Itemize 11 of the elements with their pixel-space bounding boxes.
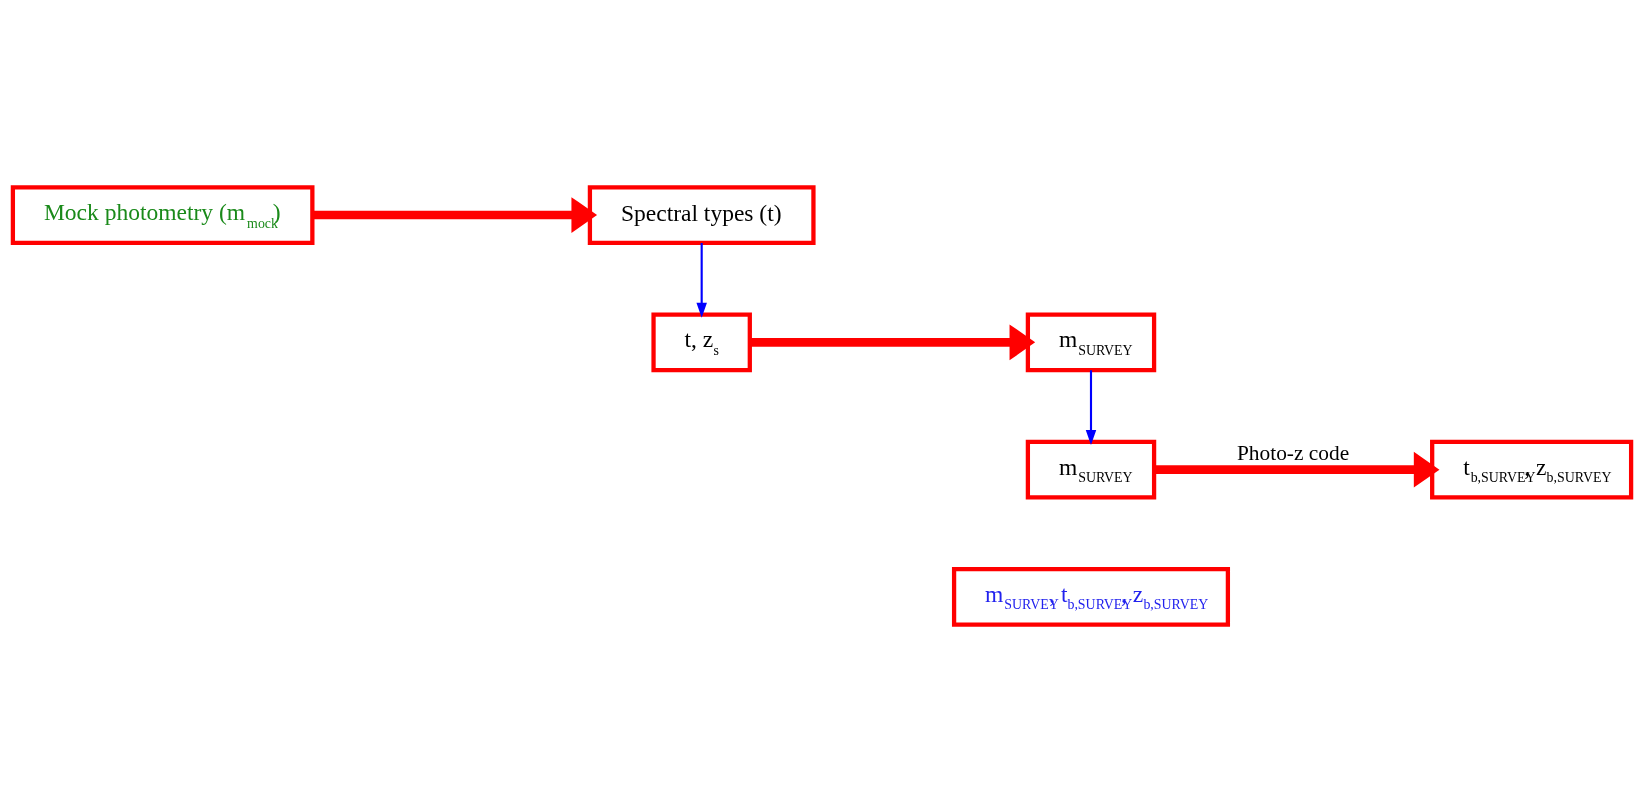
node-box: Mock photometry (m$_{mock}$) xyxy=(10,185,315,246)
arrow xyxy=(749,324,1036,361)
edge-label: Photo-z code xyxy=(1236,441,1350,466)
node-box: Spectral types (t) xyxy=(587,185,816,246)
node-box: m$_{SURVEY}$ xyxy=(1025,439,1157,500)
node-box: m$_{SURVEY}$ xyxy=(1025,312,1157,373)
arrow xyxy=(696,243,707,318)
arrow xyxy=(1085,370,1097,445)
arrow xyxy=(312,197,598,234)
node-box: t, z$_{s}$ xyxy=(651,312,752,373)
arrow xyxy=(1154,451,1440,488)
